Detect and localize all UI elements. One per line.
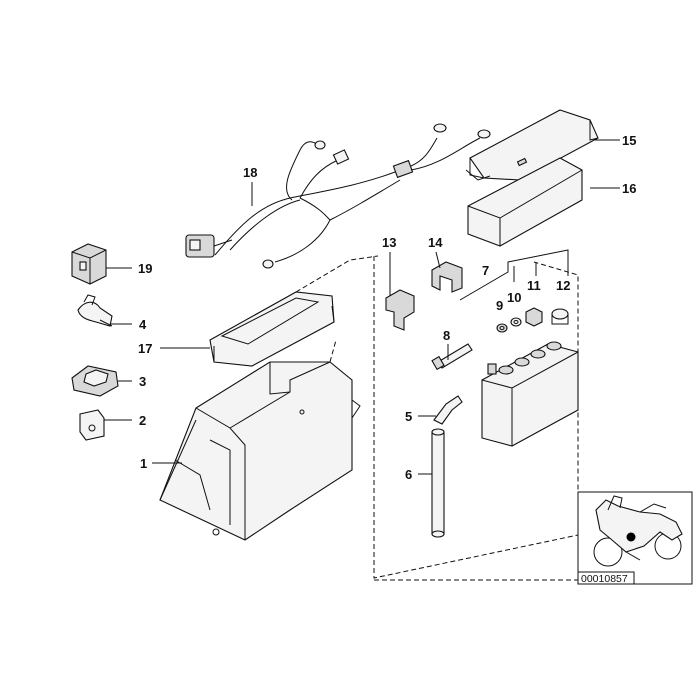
part-6-vent-hose[interactable] <box>431 428 445 538</box>
part-10-spring-washer[interactable] <box>510 317 522 327</box>
label-part-11: 11 <box>527 278 541 293</box>
label-part-16: 16 <box>622 181 636 196</box>
motorcycle-icon <box>593 495 683 567</box>
reference-code: 00010857 <box>581 573 628 585</box>
part-3-holder[interactable] <box>71 365 119 397</box>
label-part-10: 10 <box>507 290 521 305</box>
part-12-cap[interactable] <box>551 308 569 325</box>
location-inset: 00010857 <box>577 491 693 585</box>
label-part-1: 1 <box>140 456 147 471</box>
part-1-battery-tray[interactable] <box>159 339 361 541</box>
part-2-bracket[interactable] <box>79 409 105 441</box>
part-18-wiring-harness[interactable] <box>185 123 491 269</box>
part-5-vent-elbow[interactable] <box>433 395 463 425</box>
part-4-clip[interactable] <box>77 294 113 327</box>
label-part-9: 9 <box>496 298 503 313</box>
part-13-bracket[interactable] <box>385 289 415 331</box>
label-part-19: 19 <box>138 261 152 276</box>
part-8-bolt[interactable] <box>431 343 473 371</box>
label-part-4: 4 <box>139 317 147 332</box>
label-part-18: 18 <box>243 165 257 180</box>
part-16-pad[interactable] <box>467 157 583 247</box>
label-part-5: 5 <box>405 409 412 424</box>
label-part-3: 3 <box>139 374 146 389</box>
label-part-2: 2 <box>139 413 146 428</box>
part-15-holding-plate[interactable] <box>465 109 599 181</box>
part-11-nut[interactable] <box>525 307 543 327</box>
label-part-8: 8 <box>443 328 450 343</box>
label-part-6: 6 <box>405 467 412 482</box>
label-part-15: 15 <box>622 133 636 148</box>
leader-lines <box>104 139 620 475</box>
label-part-14: 14 <box>428 235 443 250</box>
battery <box>481 341 579 447</box>
part-14-terminal-cover[interactable] <box>431 261 463 293</box>
label-part-13: 13 <box>382 235 396 250</box>
part-19-relay[interactable] <box>71 243 107 285</box>
label-part-12: 12 <box>556 278 570 293</box>
label-part-17: 17 <box>138 341 152 356</box>
part-9-washer[interactable] <box>496 323 508 333</box>
part-17-tray-cover[interactable] <box>209 255 379 367</box>
label-part-7: 7 <box>482 263 489 278</box>
